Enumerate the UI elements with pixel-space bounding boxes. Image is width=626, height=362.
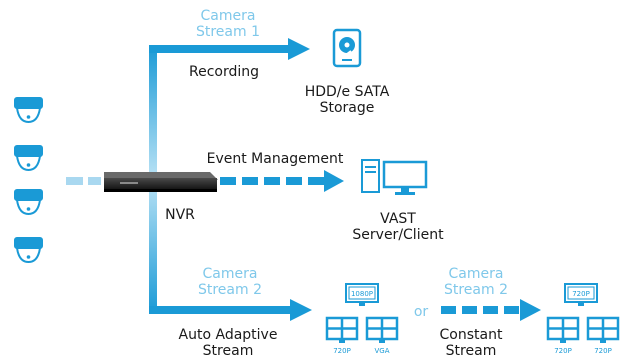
arrow-to-storage-head [288, 38, 310, 60]
nvr-device-icon [104, 172, 218, 192]
arrow-to-monitors-head [290, 299, 312, 321]
camera-link-dashes [66, 177, 101, 185]
camera-stream-2-label-right: Camera Stream 2 [443, 266, 508, 299]
video-wall-icon: 1080P 720P VGA [325, 283, 399, 355]
arrow-to-monitors-line [149, 306, 291, 314]
monitor-icon [382, 160, 428, 195]
storage-label: HDD/e SATA Storage [304, 84, 390, 117]
or-dashes [441, 299, 541, 321]
auto-adaptive-label: Auto Adaptive Stream [178, 327, 278, 360]
badge-vga: VGA [374, 347, 389, 355]
event-management-dashes [220, 170, 344, 192]
event-management-label: Event Management [206, 151, 344, 167]
nvr-label: NVR [165, 207, 195, 223]
arrow-to-storage-line [149, 45, 289, 53]
or-label: or [413, 304, 429, 320]
dome-camera-icon [14, 145, 43, 172]
hdd-icon [332, 28, 362, 68]
vast-label: VAST Server/Client [352, 211, 444, 244]
video-wall-icon: 720P 720P 720P [546, 283, 620, 355]
badge-720p: 720P [572, 290, 590, 298]
dome-camera-icon [14, 189, 43, 216]
dome-camera-icon [14, 97, 43, 124]
badge-720p: 720P [554, 347, 572, 355]
badge-720p: 720P [333, 347, 351, 355]
badge-1080p: 1080P [351, 290, 373, 298]
camera-stream-2-label-left: Camera Stream 2 [197, 266, 262, 299]
recording-label: Recording [188, 64, 260, 80]
badge-720p: 720P [594, 347, 612, 355]
dome-camera-icon [14, 237, 43, 264]
server-icon [361, 159, 380, 193]
camera-stream-1-label: Camera Stream 1 [195, 8, 260, 41]
constant-stream-label: Constant Stream [439, 327, 503, 360]
